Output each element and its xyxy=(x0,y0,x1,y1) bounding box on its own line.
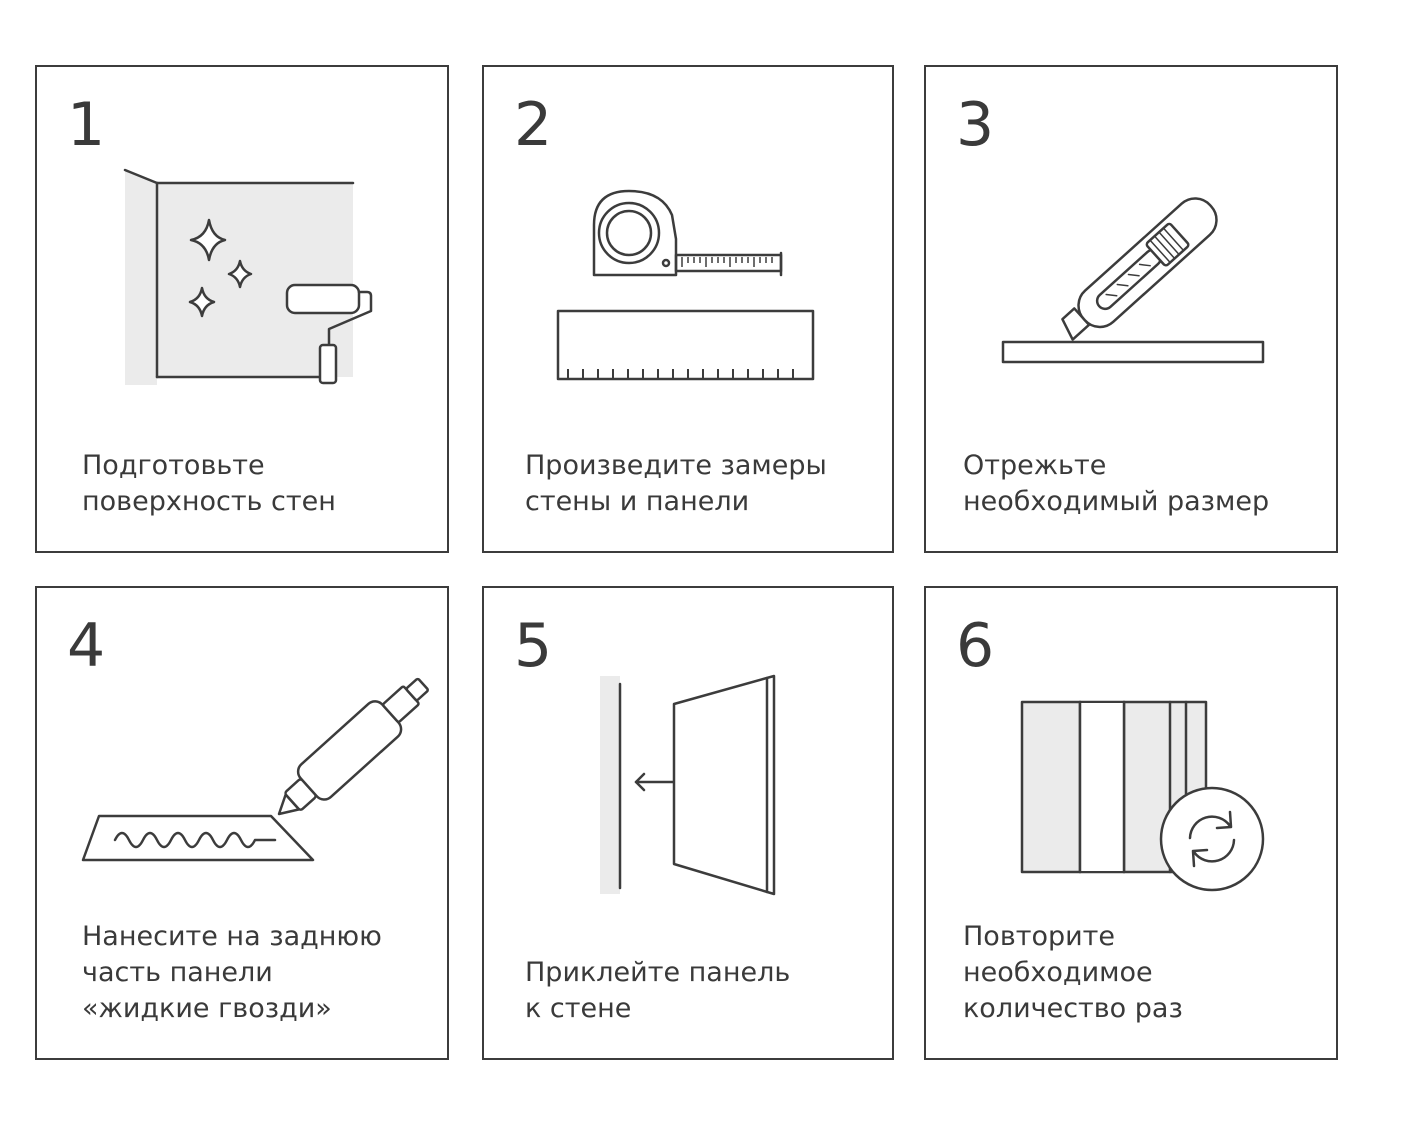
step-number: 1 xyxy=(67,90,106,160)
step-number: 5 xyxy=(514,611,553,681)
step-number: 4 xyxy=(67,611,106,681)
panel-to-wall-icon xyxy=(600,674,776,896)
caption-line: количество раз xyxy=(963,993,1183,1024)
step-caption: Повторите необходимое количество раз xyxy=(963,919,1316,1027)
caption-line: поверхность стен xyxy=(82,486,336,517)
caption-line: «жидкие гвозди» xyxy=(82,993,332,1024)
step-number: 2 xyxy=(514,90,553,160)
step-caption: Приклейте панель к стене xyxy=(525,955,872,1027)
caption-line: Приклейте панель xyxy=(525,957,791,988)
caption-line: необходимый размер xyxy=(963,486,1270,517)
step-card-3: 3 Отрежьте необходимый размер xyxy=(924,65,1338,553)
caption-line: Нанесите на заднюю xyxy=(82,921,382,952)
step-card-4: 4 Нанесите на заднюю часть панели «жидки… xyxy=(35,586,449,1060)
panels-repeat-icon xyxy=(1020,700,1265,892)
caption-line: к стене xyxy=(525,993,632,1024)
caption-line: Произведите замеры xyxy=(525,450,827,481)
caption-line: Отрежьте xyxy=(963,450,1107,481)
step-caption: Нанесите на заднюю часть панели «жидкие … xyxy=(82,919,427,1027)
ruler-ticks xyxy=(567,369,794,379)
utility-knife-icon xyxy=(1001,197,1265,364)
caption-line: необходимое xyxy=(963,957,1153,988)
step-caption: Произведите замеры стены и панели xyxy=(525,448,872,520)
wall-paint-roller-icon xyxy=(123,168,373,385)
step-caption: Подготовьте поверхность стен xyxy=(82,448,427,520)
step-card-5: 5 Приклейте панель к стене xyxy=(482,586,894,1060)
step-card-2: 2 Произведите замеры стены и панели xyxy=(482,65,894,553)
step-card-1: 1 Подготовьте поверхность стен xyxy=(35,65,449,553)
tape-ticks xyxy=(681,257,773,267)
glue-gun-icon xyxy=(81,677,429,862)
caption-line: стены и панели xyxy=(525,486,750,517)
caption-line: Повторите xyxy=(963,921,1116,952)
step-number: 3 xyxy=(956,90,995,160)
caption-line: Подготовьте xyxy=(82,450,265,481)
step-caption: Отрежьте необходимый размер xyxy=(963,448,1316,520)
step-card-6: 6 Повторите необходимое количество раз xyxy=(924,586,1338,1060)
tape-measure-ruler-icon xyxy=(556,189,815,381)
step-number: 6 xyxy=(956,611,995,681)
caption-line: часть панели xyxy=(82,957,273,988)
